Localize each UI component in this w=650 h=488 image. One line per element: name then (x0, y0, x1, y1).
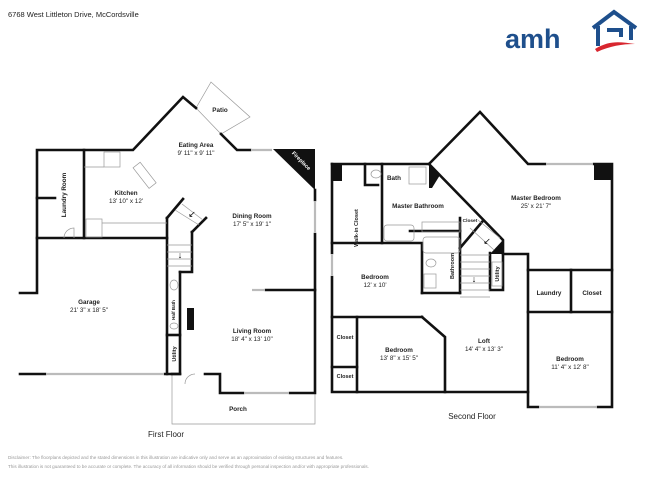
utility-closet (491, 261, 503, 287)
room-label-closet-right: Closet (582, 290, 602, 297)
room-label-half-bath: Half Bath (171, 300, 176, 320)
room-label-loft: Loft (478, 338, 491, 345)
room-dim-loft: 14' 4" x 13' 3" (465, 346, 503, 353)
room-label-master-bathroom: Master Bathroom (392, 203, 444, 210)
room-label-closet-left-2: Closet (337, 374, 354, 380)
patio-outline (195, 81, 251, 135)
swoosh-icon (595, 42, 635, 52)
room-label-closet-left-1: Closet (337, 335, 354, 341)
room-label-closet-master: Closet (463, 218, 478, 224)
room-label-living-room: Living Room (233, 328, 272, 335)
disclaimer-line-1: Disclaimer: The floorplans depicted and … (8, 455, 344, 460)
room-label-master-bedroom: Master Bedroom (511, 195, 561, 202)
room-label-kitchen: Kitchen (114, 190, 137, 197)
room-label-laundry-room: Laundry Room (61, 172, 68, 217)
fireplace-shape (273, 149, 315, 190)
stairs-down-arrow-icon: ↓ (178, 250, 183, 260)
room-dim-eating-area: 9' 11" x 9' 11" (177, 150, 214, 157)
toilet-icon (169, 279, 179, 291)
room-label-dining-room: Dining Room (232, 213, 272, 220)
room-dim-bedroom-2: 13' 8" x 15' 5" (380, 355, 418, 362)
property-address: 6768 West Littleton Drive, McCordsville (8, 10, 139, 19)
sink-icon (423, 273, 437, 289)
first-floor-plan: ↓ ↙ (18, 81, 317, 425)
room-label-bathroom: Bathroom (450, 253, 456, 279)
stairs-down-arrow-icon: ↙ (188, 209, 196, 219)
room-label-bath: Bath (387, 175, 401, 182)
amh-logo: amh (505, 9, 638, 54)
shower-icon (408, 166, 427, 185)
room-dim-living-room: 18' 4" x 13' 10" (231, 336, 273, 343)
bathtub-icon (422, 236, 461, 254)
room-dim-master-bedroom: 25' x 21' 7" (521, 203, 552, 210)
stairs-first-floor (167, 203, 204, 267)
porch-outline (171, 374, 316, 425)
vanity-icon (421, 221, 461, 233)
pantry-icon (85, 218, 103, 238)
floor-label-second: Second Floor (448, 412, 496, 421)
floor-label-first: First Floor (148, 430, 184, 439)
disclaimer-line-2: This illustration is not guaranteed to b… (8, 463, 369, 469)
room-label-laundry: Laundry (537, 290, 562, 297)
toilet-icon (370, 169, 382, 179)
room-label-bedroom-2: Bedroom (385, 347, 413, 354)
stairs-second-floor (460, 219, 501, 298)
sink-icon (169, 322, 179, 330)
second-floor-plan: ↓ ↙ (330, 110, 614, 409)
room-dim-bedroom-1: 12' x 10' (363, 282, 386, 289)
room-label-walk-in-closet: Walk-in Closet (354, 209, 360, 247)
house-icon (591, 9, 638, 46)
disclaimer: Disclaimer: The floorplans depicted and … (8, 454, 369, 471)
stairs-down-arrow-icon: ↙ (483, 236, 491, 246)
toilet-icon (425, 258, 437, 268)
room-label-porch: Porch (229, 406, 247, 413)
sink-icon (132, 161, 157, 189)
door-swing-icon (63, 227, 75, 239)
door-swing-icon (184, 373, 196, 385)
room-label-patio: Patio (212, 107, 228, 114)
room-dim-kitchen: 13' 10" x 12' (109, 198, 143, 205)
room-label-bedroom-1: Bedroom (361, 274, 389, 281)
room-dim-dining-room: 17' 5" x 19' 1" (233, 221, 271, 228)
room-label-bedroom-3: Bedroom (556, 356, 584, 363)
fireplace-insert (187, 308, 194, 330)
room-label-utility-second: Utility (495, 265, 501, 281)
room-dim-garage: 21' 3" x 18' 5" (70, 307, 108, 314)
bathtub-icon (383, 224, 415, 242)
room-dim-bedroom-3: 11' 4" x 12' 8" (551, 364, 589, 371)
room-label-utility-first: Utility (172, 345, 178, 361)
room-label-eating-area: Eating Area (179, 142, 214, 149)
stove-icon (103, 151, 121, 168)
room-label-garage: Garage (78, 299, 100, 306)
logo-text: amh (505, 24, 561, 54)
stairs-down-arrow-icon: ↓ (472, 274, 477, 284)
